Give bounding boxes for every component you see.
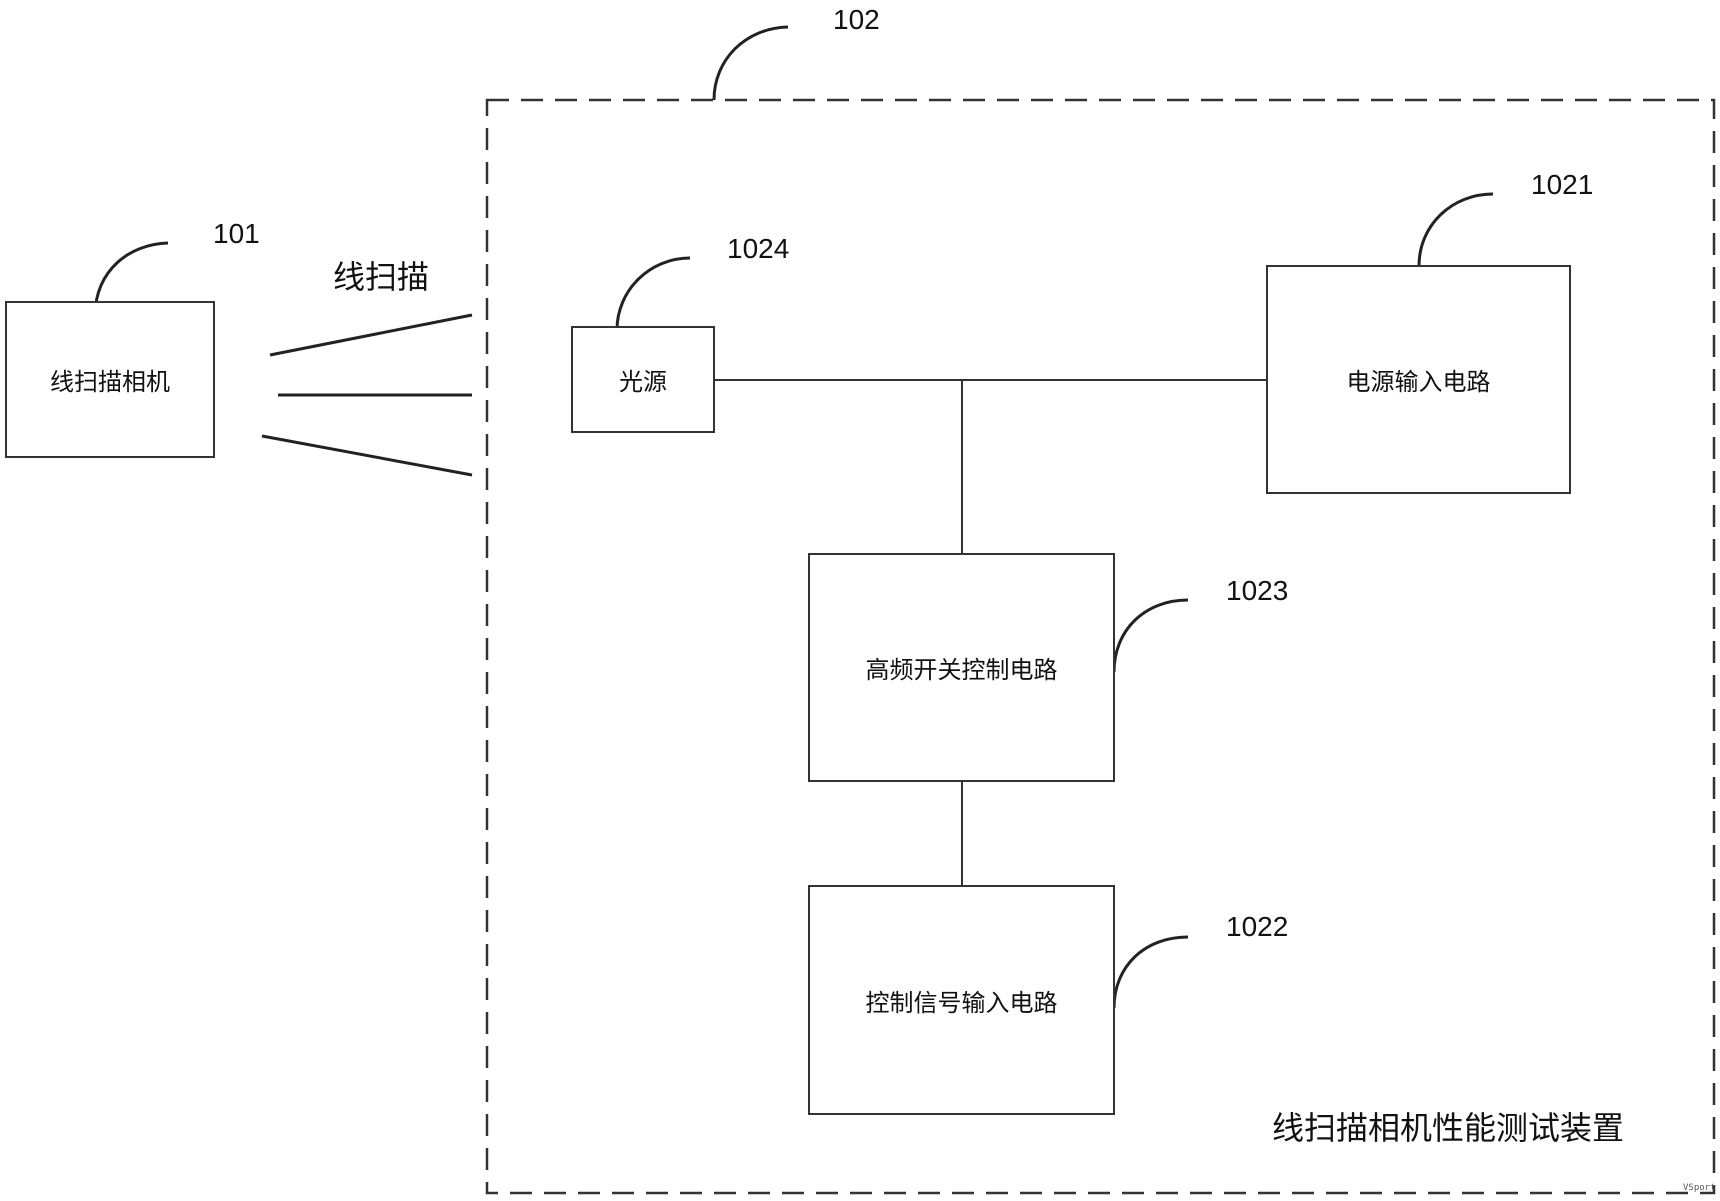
power-input-label: 电源输入电路 <box>1346 368 1491 396</box>
leader-1021 <box>1417 192 1494 267</box>
ref-1022: 1022 <box>1226 911 1289 942</box>
hf-switch-control-label: 高频开关控制电路 <box>865 656 1058 684</box>
control-signal-input-label: 控制信号输入电路 <box>865 988 1058 1017</box>
camera-block: 线扫描相机 <box>5 301 215 458</box>
light-source-label: 光源 <box>619 368 667 396</box>
power-input-block: 电源输入电路 <box>1266 265 1571 494</box>
leader-1022 <box>1112 935 1189 1009</box>
camera-block-label: 线扫描相机 <box>50 368 170 396</box>
ref-1023: 1023 <box>1226 575 1289 606</box>
device-title: 线扫描相机性能测试装置 <box>1272 1109 1625 1147</box>
scan-beam-upper <box>269 313 473 357</box>
light-source-block: 光源 <box>571 326 715 433</box>
watermark: VSport <box>1683 1183 1716 1193</box>
ref-1021: 1021 <box>1531 169 1594 200</box>
hf-switch-control-block: 高频开关控制电路 <box>808 553 1115 782</box>
control-signal-input-block: 控制信号输入电路 <box>808 885 1115 1115</box>
scan-label: 线扫描 <box>333 258 430 296</box>
ref-101: 101 <box>213 218 260 249</box>
scan-beam-lower <box>261 434 473 477</box>
ref-102: 102 <box>833 4 880 35</box>
device-dashed-boundary <box>485 98 1716 1195</box>
leader-1024 <box>615 256 691 331</box>
ref-1024: 1024 <box>727 233 790 264</box>
leader-102 <box>712 25 789 101</box>
leader-1023 <box>1112 598 1189 673</box>
